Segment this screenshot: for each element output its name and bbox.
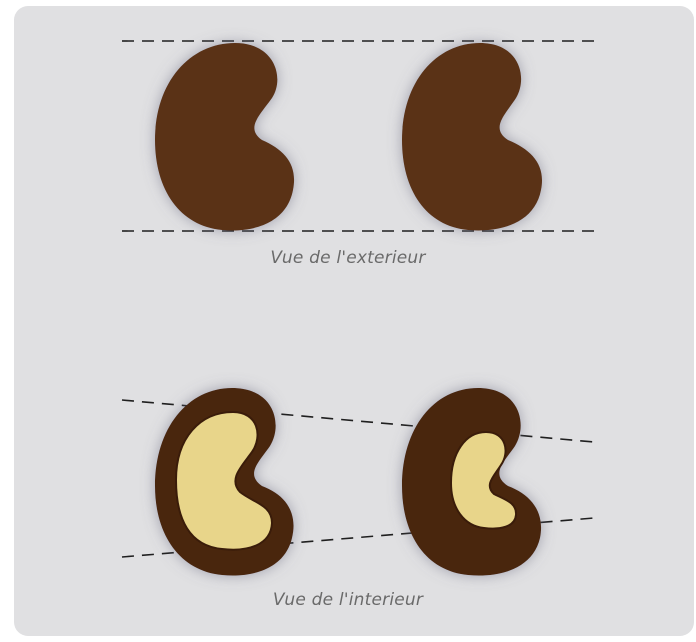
- caption-exterior: Vue de l'exterieur: [0, 248, 696, 268]
- seed-exterior-right: [402, 43, 542, 230]
- kernel-left: [176, 412, 272, 550]
- caption-interior: Vue de l'interieur: [0, 590, 696, 610]
- seed-exterior-left: [155, 43, 294, 230]
